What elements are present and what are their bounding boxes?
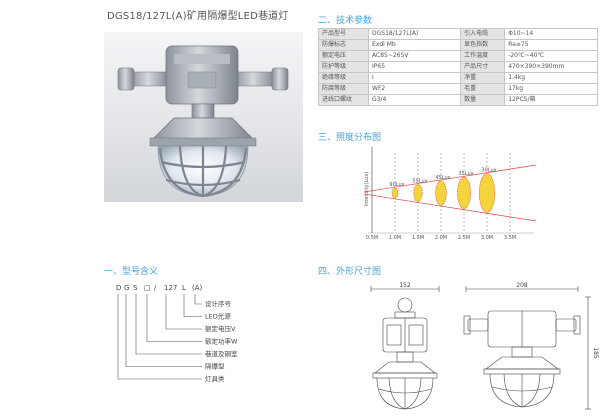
- model-code-char: □: [144, 284, 151, 292]
- lux-label: 30Lux: [481, 168, 496, 174]
- model-connector: [194, 294, 202, 305]
- spec-cell-k1: 防爆标志: [317, 39, 370, 51]
- model-code-char: 127: [164, 284, 177, 292]
- model-connector: [146, 294, 202, 342]
- spec-cell-v1: Exdl Mb: [368, 39, 462, 51]
- model-meaning-label: 巷道及硐室: [205, 349, 238, 358]
- illuminance-chart: Intensity(Lux) 0.5M 1.0M 1.5M 2.0M 2.5M 3.0M 3…: [363, 147, 537, 241]
- model-connector: [135, 294, 202, 355]
- side-view-drawing: 208 185: [463, 282, 599, 410]
- lux-label: 45Lux: [435, 175, 450, 181]
- product-photo: [104, 32, 303, 202]
- spec-cell-k1: 防护等级: [317, 61, 370, 73]
- model-code-char: L: [182, 284, 186, 292]
- spec-cell-k2: 引入电缆: [460, 28, 506, 40]
- distance-label: 3.0M: [481, 235, 493, 241]
- spec-cell-v1: I: [368, 72, 462, 84]
- model-code-char: S: [133, 284, 138, 292]
- model-connector: [165, 294, 202, 330]
- model-connector: [125, 294, 202, 367]
- product-title: DGS18/127L(A)矿用隔爆型LED巷道灯: [107, 11, 289, 22]
- beam-lower-line: [363, 193, 537, 222]
- spec-cell-k2: 毛重: [460, 83, 506, 95]
- section-title-tech-params: 二、技术参数: [318, 16, 373, 26]
- model-meaning-label: 隔爆型: [205, 362, 225, 371]
- model-code-char: G: [124, 284, 129, 292]
- spec-cell-k1: 产品型号: [317, 28, 370, 40]
- lux-label: 90Lux: [389, 182, 404, 188]
- model-meaning-label: LED光源: [205, 312, 231, 321]
- distance-label: 2.0M: [435, 235, 447, 241]
- spec-cell-v2: Φ10~14: [504, 28, 598, 40]
- lux-label: 55Lux: [412, 178, 427, 184]
- distance-label: 0.5M: [366, 235, 378, 241]
- spec-cell-k2: 显色指数: [460, 39, 506, 51]
- spec-cell-k1: 绝缘等级: [317, 72, 370, 84]
- dim-side-width: 208: [516, 282, 528, 289]
- spec-cell-v1: AC85~265V: [368, 50, 462, 62]
- lux-label: 35Lux: [458, 171, 473, 177]
- model-meaning-label: 设计序号: [205, 299, 232, 308]
- model-connector: [117, 294, 202, 380]
- spec-cell-k2: 数量: [460, 94, 506, 106]
- model-code-char: (A): [192, 284, 203, 292]
- spec-cell-k1: 防腐等级: [317, 83, 370, 95]
- spec-cell-k2: 产品尺寸: [460, 61, 506, 73]
- spec-cell-k1: 额定电压: [317, 50, 370, 62]
- dim-front-width: 152: [399, 282, 411, 289]
- spec-cell-k2: 工作温度: [460, 50, 506, 62]
- spec-cell-v2: 470×390×390mm: [504, 61, 598, 73]
- section-title-distribution: 三、照度分布图: [318, 133, 382, 143]
- dim-height: 185: [592, 347, 599, 359]
- section-title-dimensions: 四、外形尺寸图: [318, 267, 382, 277]
- spec-cell-v1: G3/4: [368, 94, 462, 106]
- distance-label: 1.5M: [412, 235, 424, 241]
- spec-cell-v2: 12PCS/箱: [504, 94, 598, 106]
- distance-label: 2.5M: [458, 235, 470, 241]
- model-meaning-label: 额定功率W: [205, 337, 238, 346]
- spec-cell-v1: WF2: [368, 83, 462, 95]
- spec-cell-k2: 净重: [460, 72, 506, 84]
- model-meaning-label: 灯具类: [205, 374, 225, 383]
- front-view-drawing: 152: [370, 282, 440, 410]
- spec-cell-v1: IP65: [368, 61, 462, 73]
- lux-ellipse: [478, 173, 496, 213]
- distance-label: 1.0M: [389, 235, 401, 241]
- chart-y-label: Intensity(Lux): [364, 172, 370, 207]
- distance-label: 3.5M: [504, 235, 516, 241]
- spec-cell-v2: 1.4kg: [504, 72, 598, 84]
- lamp-image: [117, 45, 289, 198]
- lux-ellipse: [457, 176, 471, 210]
- spec-cell-v2: Ra≥75: [504, 39, 598, 51]
- beam-upper-line: [363, 164, 537, 193]
- lux-ellipse: [413, 184, 423, 202]
- spec-cell-v1: DGS18/127L(A): [368, 28, 462, 40]
- model-meaning-label: 额定电压V: [205, 324, 236, 333]
- model-code-char: /: [154, 284, 157, 292]
- model-code-char: D: [116, 284, 121, 292]
- spec-cell-k1: 进线口螺纹: [317, 94, 370, 106]
- model-connector: [183, 294, 202, 317]
- lux-ellipse: [435, 180, 447, 206]
- lux-ellipse: [391, 187, 399, 199]
- spec-cell-v2: -20℃~40℃: [504, 50, 598, 62]
- section-title-model: 一、型号含义: [104, 267, 159, 277]
- spec-cell-v2: 17kg: [504, 83, 598, 95]
